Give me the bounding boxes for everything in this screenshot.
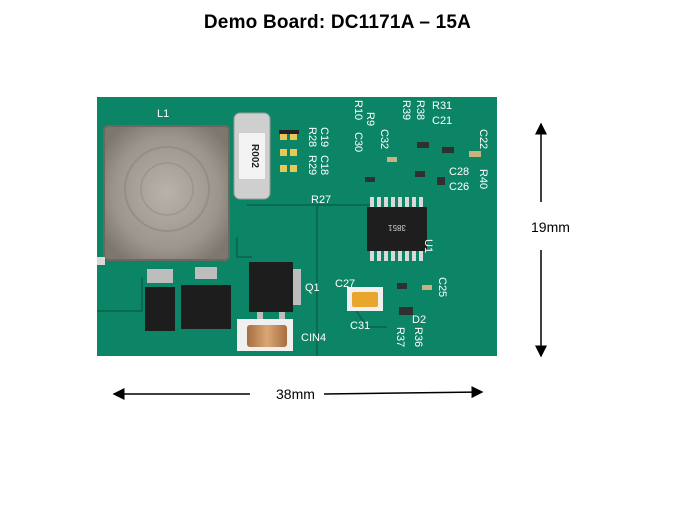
label-c26: C26 [449,181,469,193]
label-r38: R38 [414,100,426,120]
label-r31: R31 [432,100,452,112]
label-r10: R10 [352,100,364,120]
label-c19: C19 [318,127,330,147]
label-c30: C30 [352,132,364,152]
ic-marking: 3851 [388,223,406,232]
silkscreen-labels: L1 R28 C19 R29 C18 R10 R9 C30 C32 R39 R3… [157,100,489,347]
ic-u1: 3851 [367,197,427,261]
label-c31: C31 [350,320,370,332]
page-title: Demo Board: DC1171A – 15A [203,12,472,33]
label-c18: C18 [318,155,330,175]
label-q1: Q1 [305,282,320,294]
label-c32: C32 [378,129,390,149]
label-c25: C25 [436,277,448,297]
label-d2: D2 [412,314,426,326]
label-c27: C27 [335,278,355,290]
resistor-marking: R002 [249,144,260,168]
width-arrow [112,386,484,400]
height-label: 19mm [531,219,570,235]
shunt-resistor: R002 [233,112,271,200]
label-r28: R28 [306,127,318,147]
label-r9: R9 [364,112,376,126]
label-cin4: CIN4 [301,332,326,344]
label-r40: R40 [477,169,489,189]
capacitor-c27 [347,287,383,311]
label-r37: R37 [394,327,406,347]
label-r39: R39 [400,100,412,120]
label-c22: C22 [477,129,489,149]
label-l1: L1 [157,108,169,120]
mosfet-q1 [249,262,301,320]
small-smd-parts [365,142,454,315]
label-r27: R27 [311,194,331,206]
inductor-l1 [97,125,230,265]
capacitor-cin4 [237,319,293,351]
label-r29: R29 [306,155,318,175]
demo-board-photo: R002 3851 [97,97,497,356]
label-r36: R36 [412,327,424,347]
mosfet-small [145,267,231,331]
width-label: 38mm [276,386,315,402]
label-c21: C21 [432,115,452,127]
solder-pads [280,133,297,172]
height-arrow [535,122,547,358]
label-c28: C28 [449,166,469,178]
label-u1: U1 [422,239,434,253]
